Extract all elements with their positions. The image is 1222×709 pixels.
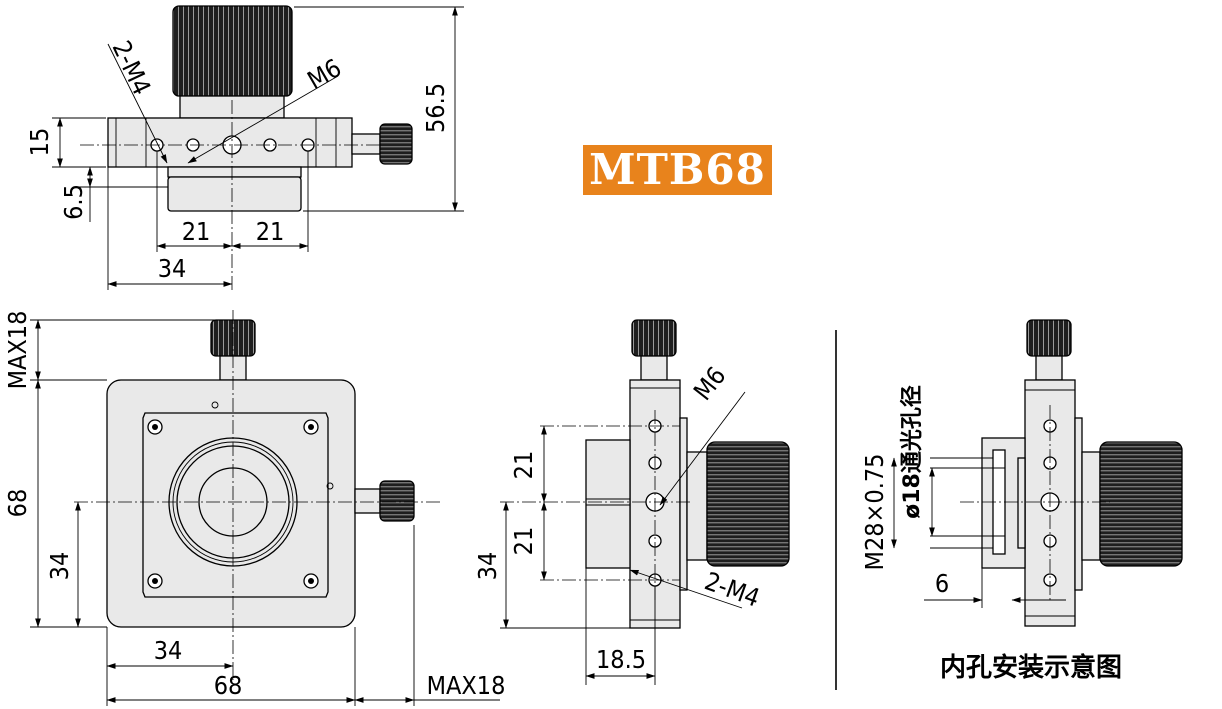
stage-plate [142, 412, 329, 598]
micrometer-knob [172, 5, 293, 97]
dim-label: 18.5 [596, 645, 646, 674]
dim-label: 34 [45, 552, 74, 581]
top-view: 2-M4 M6 15 6.5 56.5 21 21 34 [25, 5, 464, 290]
dim-label: M6 [303, 53, 347, 95]
dim-label: M28×0.75 [860, 454, 889, 571]
lens-ring [167, 176, 302, 212]
install-caption: 内孔安装示意图 [940, 652, 1122, 683]
model-title: MTB68 [589, 145, 766, 194]
front-view: MAX18 68 34 34 68 MAX18 [3, 310, 505, 706]
dim-label: 21 [509, 451, 538, 480]
dim-label: MAX18 [427, 671, 506, 700]
micrometer-knob [631, 319, 677, 357]
dim-label: MAX18 [3, 311, 32, 390]
lens-holder-side [585, 439, 631, 569]
dim-label: 21 [509, 527, 538, 556]
dim-label: 6.5 [59, 184, 88, 220]
dim-label: M6 [688, 361, 732, 405]
dim-label: 34 [154, 636, 183, 665]
dim-label: 34 [473, 552, 502, 581]
dim-label: 56.5 [421, 83, 450, 133]
model-title-badge: MTB68 [583, 145, 772, 195]
dim-label: 2-M4 [701, 566, 764, 612]
dim-label: 6 [935, 569, 949, 598]
micrometer-knob [1026, 319, 1072, 357]
adjuster-knob-side [1099, 441, 1183, 567]
adjuster-knob [379, 480, 415, 522]
adjuster-knob [379, 123, 413, 165]
dim-label: 34 [158, 254, 187, 283]
dim-label: 2-M4 [107, 36, 157, 99]
dim-label: 21 [182, 217, 211, 246]
side-view: M6 2-M4 21 21 34 18.5 [473, 319, 790, 685]
install-view: ø18通光孔径 M28×0.75 6 内孔安装示意图 [860, 319, 1183, 683]
dim-label: ø18通光孔径 [899, 385, 925, 519]
dim-label: 21 [256, 217, 285, 246]
adjuster-knob-side [706, 441, 790, 567]
dim-label: 15 [25, 128, 54, 157]
dim-label: 68 [3, 489, 32, 518]
dim-label: 68 [214, 671, 243, 700]
